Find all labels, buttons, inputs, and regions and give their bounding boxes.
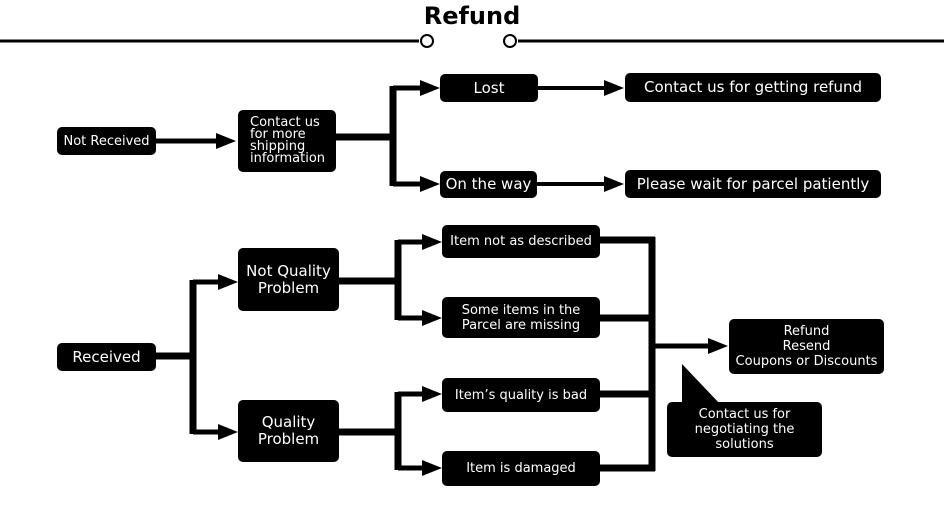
arrowhead	[422, 234, 442, 250]
node-quality-bad: Item’s quality is bad	[442, 378, 600, 412]
arrowhead	[420, 80, 440, 96]
node-please-wait: Please wait for parcel patiently	[625, 170, 881, 198]
arrowhead	[422, 386, 442, 402]
arrowhead	[420, 176, 440, 192]
arrowhead	[216, 133, 236, 149]
arrowhead	[604, 176, 624, 192]
node-contact-refund: Contact us for getting refund	[625, 73, 881, 102]
arrowhead	[422, 460, 442, 476]
callout-pointer	[682, 364, 720, 404]
node-on-the-way: On the way	[440, 171, 537, 198]
node-contact-negotiate: Contact us for negotiating the solutions	[667, 402, 822, 457]
node-refund-options: Refund Resend Coupons or Discounts	[729, 319, 884, 374]
page-title: Refund	[423, 2, 521, 30]
node-not-received: Not Received	[57, 127, 156, 155]
header-ring-left	[420, 34, 434, 48]
node-quality-problem: Quality Problem	[238, 400, 339, 462]
arrowhead	[604, 80, 624, 96]
node-not-quality-problem: Not Quality Problem	[238, 248, 339, 311]
arrowhead	[422, 310, 442, 326]
header-ring-right	[503, 34, 517, 48]
arrowhead	[708, 338, 728, 354]
node-items-missing: Some items in the Parcel are missing	[442, 297, 600, 338]
node-item-not-described: Item not as described	[442, 225, 600, 258]
node-contact-more-info: Contact us for more shipping information	[238, 110, 336, 172]
node-received: Received	[57, 343, 156, 371]
node-item-damaged: Item is damaged	[442, 451, 600, 486]
arrowhead	[218, 424, 238, 440]
node-lost: Lost	[440, 74, 538, 102]
arrowhead	[218, 274, 238, 290]
